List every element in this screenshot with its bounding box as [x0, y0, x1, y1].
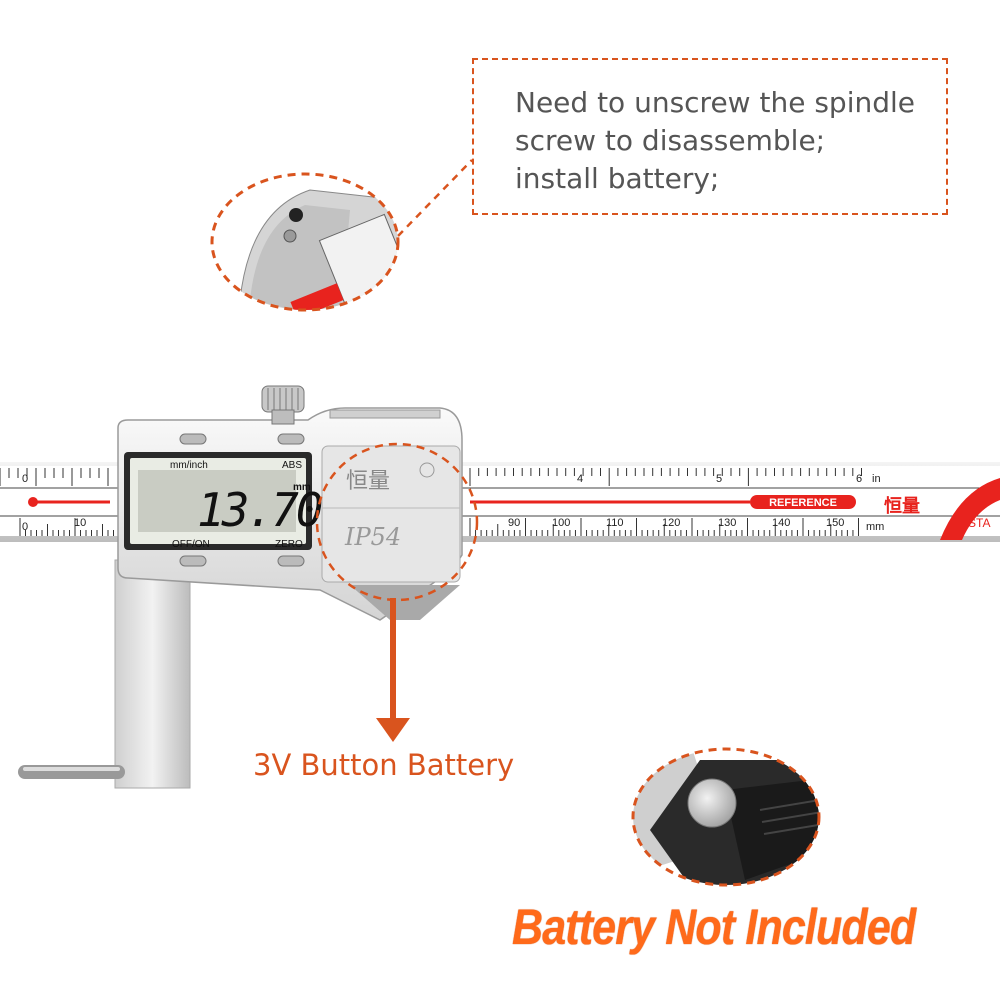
beam-standard-text: STA: [968, 516, 990, 530]
mm-label: 140: [772, 517, 790, 529]
battery-type-label: 3V Button Battery: [253, 748, 515, 782]
depth-blade: [18, 559, 191, 789]
battery-compartment-detail: [633, 749, 819, 885]
mm-scale: 0 10 90 100 110 120 130 140 150 mm: [19, 517, 884, 536]
off-on-button[interactable]: OFF/ON: [172, 539, 210, 550]
reference-label: REFERENCE: [769, 497, 837, 509]
mm-label: 90: [508, 517, 520, 529]
ip-rating: IP54: [344, 523, 401, 551]
callout-line-1: Need to unscrew the spindle: [515, 86, 915, 119]
mm-unit-label: mm: [866, 521, 884, 533]
mm-label: 150: [826, 517, 844, 529]
battery-location-ring: [315, 442, 479, 602]
inch-label: 5: [716, 473, 722, 485]
lcd-reading: 13.70: [197, 483, 322, 537]
callout-text: Need to unscrew the spindle screw to dis…: [515, 84, 945, 198]
brand-logo: 恒量: [346, 469, 390, 494]
inch-label: 6: [856, 473, 862, 485]
lcd-unit: mm: [293, 482, 311, 493]
callout-line-3: install battery;: [515, 162, 720, 195]
inch-label: 4: [577, 473, 583, 485]
beam-brand: 恒量: [884, 495, 920, 517]
lcd-abs-label: ABS: [282, 460, 302, 471]
battery-arrow: [376, 598, 410, 742]
callout-line-2: screw to disassemble;: [515, 124, 826, 157]
mm-label: 130: [718, 517, 736, 529]
mm-label: 100: [552, 517, 570, 529]
brand-mark-icon: [419, 462, 435, 478]
zoom-top-ring: [210, 172, 400, 312]
lcd-mode-label: mm/inch: [170, 460, 208, 471]
mm-label: 120: [662, 517, 680, 529]
zoom-top-detail: [212, 174, 398, 310]
zero-button[interactable]: ZERO: [275, 539, 303, 550]
inch-scale: 0 4 5 6 in: [0, 468, 881, 486]
mm-label: 0: [22, 521, 28, 533]
inch-label: 0: [22, 473, 28, 485]
slider-body: [117, 385, 463, 621]
mm-label: 110: [606, 517, 624, 529]
battery-zoom-ring: [631, 747, 821, 887]
battery-not-included-label: Battery Not Included: [512, 899, 916, 955]
callout-box: [472, 58, 948, 215]
inch-unit-label: in: [872, 473, 881, 485]
mm-label: 10: [74, 517, 86, 529]
